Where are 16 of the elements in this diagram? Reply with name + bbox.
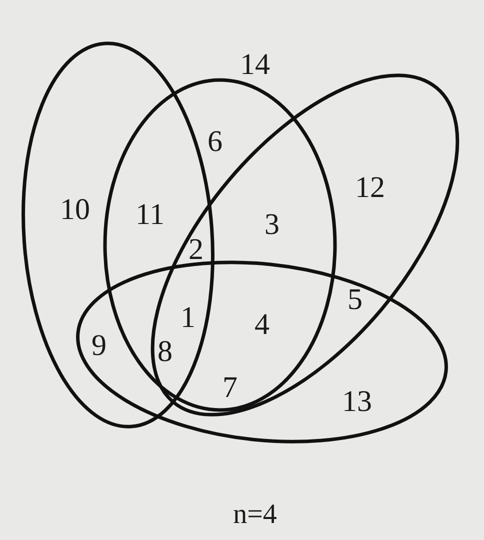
region-number: 14 — [240, 50, 270, 80]
caption: n=4 — [233, 501, 277, 529]
region-number: 4 — [254, 310, 270, 340]
set-ellipse — [76, 260, 448, 444]
region-number: 13 — [342, 387, 372, 417]
region-number: 9 — [92, 331, 106, 361]
region-number: 6 — [208, 127, 222, 157]
region-number: 1 — [180, 303, 196, 333]
region-number: 3 — [264, 210, 280, 240]
region-number: 11 — [136, 200, 164, 230]
region-number: 12 — [355, 173, 385, 203]
region-number: 5 — [348, 285, 362, 315]
region-number: 7 — [222, 373, 238, 403]
region-number: 8 — [158, 337, 172, 367]
region-number: 2 — [188, 235, 204, 265]
region-number: 10 — [60, 195, 90, 225]
